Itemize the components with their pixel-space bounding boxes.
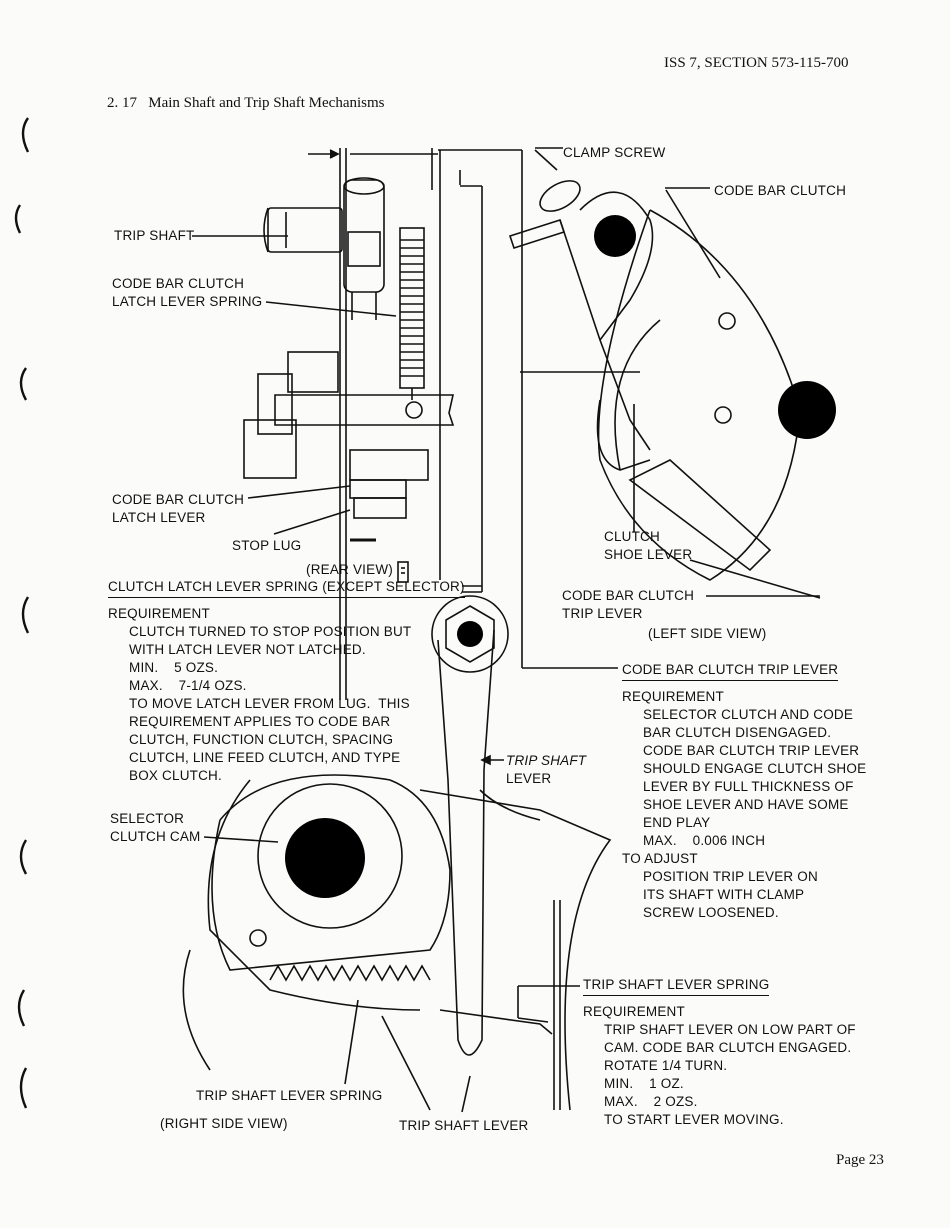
label-trip-shaft: TRIP SHAFT <box>114 228 195 243</box>
label-line: SELECTOR <box>110 811 185 826</box>
spec-line: ITS SHAFT WITH CLAMP <box>643 887 805 902</box>
page-number: Page 23 <box>836 1152 884 1168</box>
left-view-drawing <box>508 147 821 669</box>
section-header: ISS 7, SECTION 573-115-700 <box>664 55 849 71</box>
label-trip-shaft-lever-lower: TRIP SHAFT LEVER <box>399 1118 529 1133</box>
spec-lines: SELECTOR CLUTCH AND CODE BAR CLUTCH DISE… <box>643 706 866 850</box>
caption-right-side-view: (RIGHT SIDE VIEW) <box>160 1116 288 1131</box>
spec-requirement-label: REQUIREMENT <box>583 1004 685 1019</box>
section-title-text: Main Shaft and Trip Shaft Mechanisms <box>148 95 385 111</box>
label-line: CLUTCH CAM <box>110 829 201 844</box>
label-line: CODE BAR CLUTCH <box>562 588 695 603</box>
label-line: SHOE LEVER <box>604 547 693 562</box>
label-clutch-shoe-lever: CLUTCH SHOE LEVER <box>604 528 692 564</box>
label-code-bar-clutch-trip-lever: CODE BAR CLUTCH TRIP LEVER <box>562 587 694 623</box>
spec-line: REQUIREMENT APPLIES TO CODE BAR <box>129 714 391 729</box>
spec-heading: CODE BAR CLUTCH TRIP LEVER <box>622 661 839 681</box>
spec-line: TRIP SHAFT LEVER ON LOW PART OF <box>604 1022 856 1037</box>
spec-line: MAX. 0.006 INCH <box>643 833 766 848</box>
spec-line: MIN. 1 OZ. <box>604 1076 684 1091</box>
spec-line: LEVER BY FULL THICKNESS OF <box>643 779 854 794</box>
code-bar-clutch-shaft-hub <box>594 215 636 257</box>
main-shaft-hub-right <box>285 818 365 898</box>
caption-rear-view: (REAR VIEW) <box>306 562 393 577</box>
label-clamp-screw: CLAMP SCREW <box>563 145 666 160</box>
spec-line: ROTATE 1/4 TURN. <box>604 1058 728 1073</box>
label-selector-clutch-cam: SELECTOR CLUTCH CAM <box>110 810 201 846</box>
spec-heading: CLUTCH LATCH LEVER SPRING (EXCEPT SELECT… <box>108 578 465 598</box>
main-shaft-hub-left <box>778 381 836 439</box>
label-line: TRIP LEVER <box>562 606 643 621</box>
label-stop-lug: STOP LUG <box>232 538 302 553</box>
label-line: CLUTCH <box>604 529 660 544</box>
trip-shaft-hub <box>457 621 483 647</box>
spec-lines: CLUTCH TURNED TO STOP POSITION BUT WITH … <box>129 623 465 785</box>
spec-line: SCREW LOOSENED. <box>643 905 779 920</box>
caption-left-side-view: (LEFT SIDE VIEW) <box>648 626 767 641</box>
spec-trip-lever: CODE BAR CLUTCH TRIP LEVER REQUIREMENT S… <box>622 661 866 922</box>
label-line: LATCH LEVER SPRING <box>112 294 263 309</box>
spec-line: BOX CLUTCH. <box>129 768 222 783</box>
spec-line: SHOE LEVER AND HAVE SOME <box>643 797 849 812</box>
spec-line: TO START LEVER MOVING. <box>604 1112 784 1127</box>
spec-adjust-label: TO ADJUST <box>622 851 698 866</box>
spec-line: CLUTCH, LINE FEED CLUTCH, AND TYPE <box>129 750 401 765</box>
right-view-drawing <box>182 595 612 1113</box>
label-trip-shaft-lever-upper: TRIP SHAFT LEVER <box>506 752 586 788</box>
spec-line: TO MOVE LATCH LEVER FROM LUG. THIS <box>129 696 410 711</box>
spec-line: MAX. 7-1/4 OZS. <box>129 678 247 693</box>
spec-line: CLUTCH TURNED TO STOP POSITION BUT <box>129 624 412 639</box>
spec-lines: TRIP SHAFT LEVER ON LOW PART OF CAM. COD… <box>604 1021 856 1129</box>
spec-line: MIN. 5 OZS. <box>129 660 219 675</box>
spec-line: POSITION TRIP LEVER ON <box>643 869 818 884</box>
spec-line: CAM. CODE BAR CLUTCH ENGAGED. <box>604 1040 852 1055</box>
spec-requirement-label: REQUIREMENT <box>622 689 724 704</box>
spec-line: MAX. 2 OZS. <box>604 1094 698 1109</box>
spec-line: SELECTOR CLUTCH AND CODE <box>643 707 854 722</box>
label-code-bar-clutch: CODE BAR CLUTCH <box>714 183 847 198</box>
label-line: LEVER <box>506 771 552 786</box>
spec-line: WITH LATCH LEVER NOT LATCHED. <box>129 642 366 657</box>
label-latch-lever: CODE BAR CLUTCH LATCH LEVER <box>112 491 244 527</box>
binder-marks <box>14 117 30 1109</box>
spec-requirement-label: REQUIREMENT <box>108 606 210 621</box>
label-line: CODE BAR CLUTCH <box>112 276 245 291</box>
spec-line: BAR CLUTCH DISENGAGED. <box>643 725 832 740</box>
spec-adjust-lines: POSITION TRIP LEVER ON ITS SHAFT WITH CL… <box>643 868 866 922</box>
label-line: TRIP SHAFT <box>506 753 587 768</box>
spec-line: SHOULD ENGAGE CLUTCH SHOE <box>643 761 867 776</box>
label-line: LATCH LEVER <box>112 510 206 525</box>
spec-latch-lever-spring: CLUTCH LATCH LEVER SPRING (EXCEPT SELECT… <box>108 578 465 785</box>
label-line: CODE BAR CLUTCH <box>112 492 245 507</box>
spec-line: CLUTCH, FUNCTION CLUTCH, SPACING <box>129 732 394 747</box>
rear-view-drawing <box>192 148 523 700</box>
label-latch-lever-spring: CODE BAR CLUTCH LATCH LEVER SPRING <box>112 275 262 311</box>
label-trip-shaft-lever-spring: TRIP SHAFT LEVER SPRING <box>196 1088 383 1103</box>
spec-line: CODE BAR CLUTCH TRIP LEVER <box>643 743 860 758</box>
spec-trip-shaft-lever-spring: TRIP SHAFT LEVER SPRING REQUIREMENT TRIP… <box>583 976 856 1129</box>
spec-line: END PLAY <box>643 815 711 830</box>
section-number: 2. 17 <box>107 95 137 111</box>
spec-heading: TRIP SHAFT LEVER SPRING <box>583 976 770 996</box>
section-title: 2. 17 Main Shaft and Trip Shaft Mechanis… <box>107 95 385 112</box>
